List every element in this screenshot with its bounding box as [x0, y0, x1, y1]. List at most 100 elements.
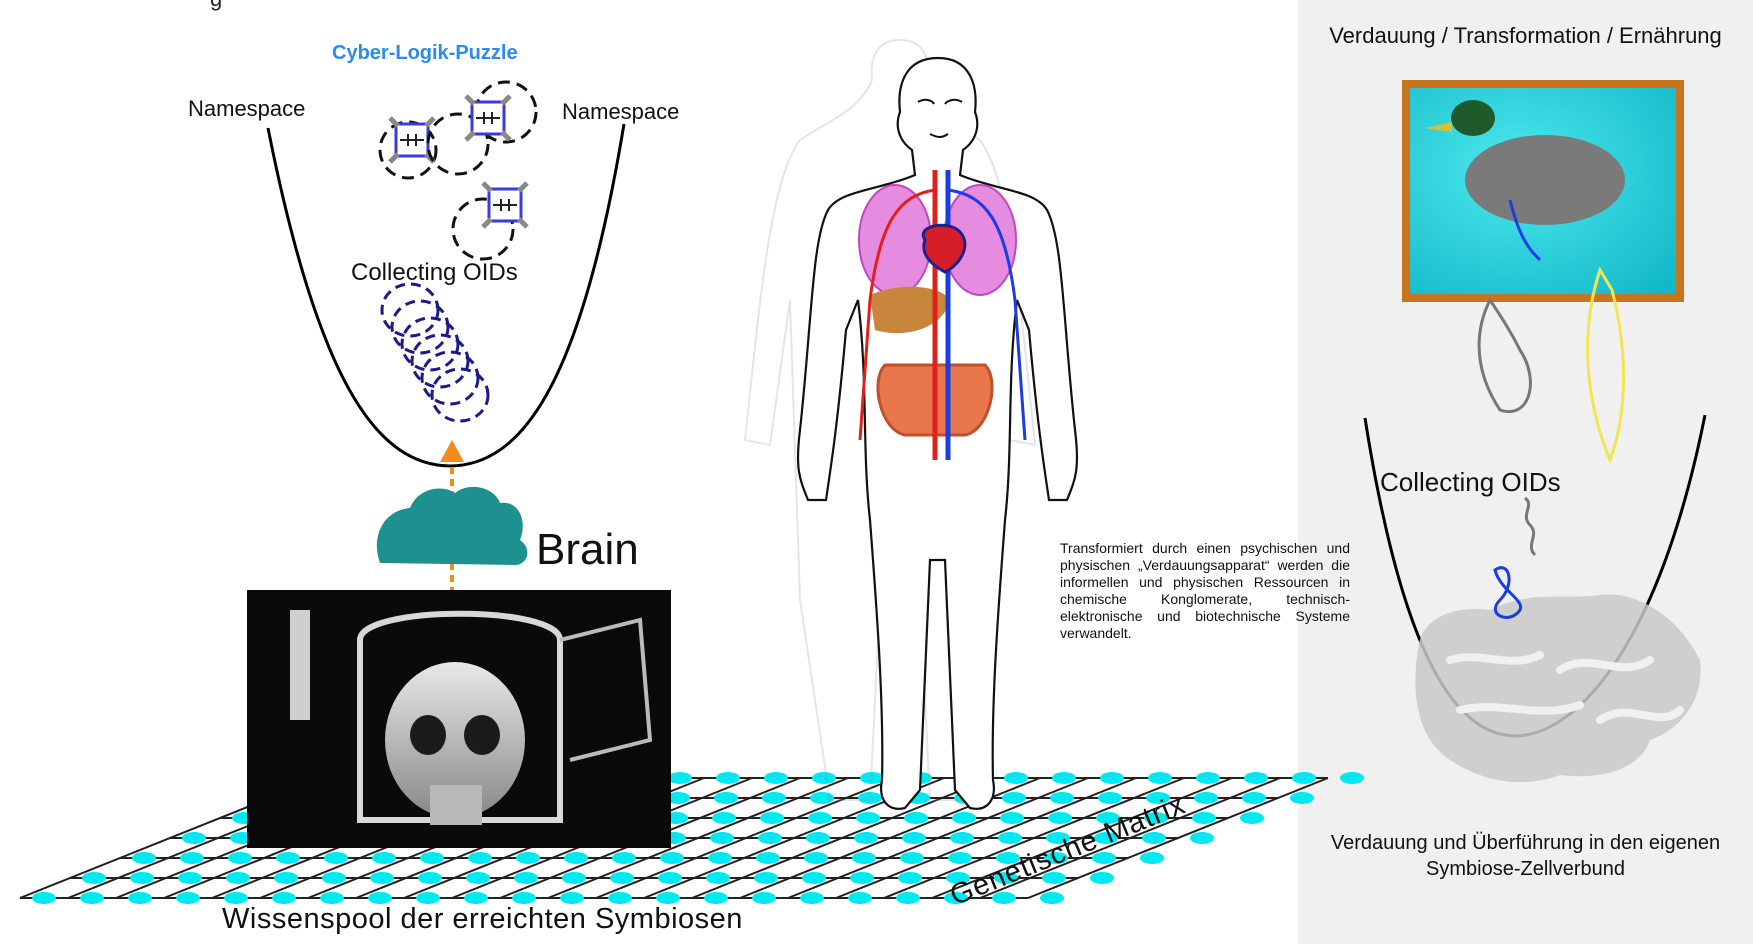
matrix-node	[806, 832, 830, 844]
matrix-node	[758, 832, 782, 844]
matrix-node	[1194, 792, 1218, 804]
matrix-node	[812, 772, 836, 784]
matrix-node	[1340, 772, 1364, 784]
matrix-node	[182, 832, 206, 844]
matrix-node	[1098, 792, 1122, 804]
matrix-node	[668, 772, 692, 784]
matrix-node	[900, 852, 924, 864]
genetic-matrix-grid	[20, 772, 1364, 904]
matrix-node	[1002, 792, 1026, 804]
mri-skull-image	[247, 590, 671, 848]
lung-left	[859, 185, 931, 295]
matrix-node	[228, 852, 252, 864]
puzzle-cell-icon	[453, 183, 527, 259]
matrix-node	[904, 812, 928, 824]
oid-ring	[392, 301, 448, 353]
matrix-node	[948, 852, 972, 864]
wissenspool-label: Wissenspool der erreichten Symbiosen	[222, 903, 743, 936]
matrix-node	[902, 832, 926, 844]
collecting-oids-left: Collecting OIDs	[351, 259, 518, 287]
matrix-node	[1040, 892, 1064, 904]
matrix-node	[610, 872, 634, 884]
matrix-node	[1244, 772, 1268, 784]
matrix-node	[32, 892, 56, 904]
matrix-node	[612, 852, 636, 864]
matrix-node	[1004, 772, 1028, 784]
matrix-node	[1240, 812, 1264, 824]
oid-ring	[432, 369, 488, 421]
matrix-node	[178, 872, 202, 884]
matrix-node	[752, 892, 776, 904]
heading-fragment: g	[210, 0, 222, 12]
matrix-node	[274, 872, 298, 884]
oid-ring	[412, 335, 468, 387]
matrix-node	[468, 852, 492, 864]
matrix-node	[852, 852, 876, 864]
matrix-node	[710, 832, 734, 844]
matrix-node	[516, 852, 540, 864]
matrix-node	[898, 872, 922, 884]
matrix-node	[1290, 792, 1314, 804]
matrix-node	[850, 872, 874, 884]
matrix-node	[1196, 772, 1220, 784]
matrix-node	[754, 872, 778, 884]
matrix-node	[706, 872, 730, 884]
matrix-node	[660, 852, 684, 864]
matrix-node	[762, 792, 786, 804]
puzzle-title: Cyber-Logik-Puzzle	[332, 42, 518, 65]
matrix-node	[756, 852, 780, 864]
human-body-figure	[798, 58, 1077, 809]
matrix-node	[132, 852, 156, 864]
matrix-node	[128, 892, 152, 904]
matrix-node	[998, 832, 1022, 844]
matrix-node	[1242, 792, 1266, 804]
matrix-node	[1000, 812, 1024, 824]
matrix-node	[950, 832, 974, 844]
matrix-node	[418, 872, 442, 884]
matrix-node	[1090, 872, 1114, 884]
matrix-node	[372, 852, 396, 864]
matrix-node	[370, 872, 394, 884]
matrix-node	[276, 852, 300, 864]
matrix-node	[800, 892, 824, 904]
puzzle-cell-icon	[428, 82, 536, 174]
matrix-node	[760, 812, 784, 824]
matrix-node	[1050, 792, 1074, 804]
matrix-node	[226, 872, 250, 884]
matrix-node	[1100, 772, 1124, 784]
matrix-node	[564, 852, 588, 864]
matrix-node	[1140, 852, 1164, 864]
matrix-node	[82, 872, 106, 884]
duck-picture	[1402, 80, 1684, 302]
brain-label: Brain	[536, 525, 639, 575]
namespace-parabola-left	[268, 124, 624, 466]
matrix-node	[808, 812, 832, 824]
matrix-node	[130, 872, 154, 884]
oid-scribble-grey	[1525, 498, 1535, 555]
matrix-node	[896, 892, 920, 904]
matrix-node	[1292, 772, 1316, 784]
matrix-node	[802, 872, 826, 884]
matrix-node	[1052, 772, 1076, 784]
matrix-node	[324, 852, 348, 864]
oid-ring	[422, 352, 478, 404]
matrix-node	[658, 872, 682, 884]
matrix-node	[952, 812, 976, 824]
matrix-node	[420, 852, 444, 864]
transformation-text: Transformiert durch einen psychischen un…	[1060, 540, 1350, 642]
intestine-icon	[1415, 594, 1700, 782]
matrix-node	[712, 812, 736, 824]
matrix-node	[854, 832, 878, 844]
matrix-node	[714, 792, 738, 804]
oid-ring	[402, 318, 458, 370]
matrix-node	[1148, 772, 1172, 784]
matrix-node	[708, 852, 732, 864]
matrix-node	[466, 872, 490, 884]
puzzle-cells	[380, 82, 536, 259]
matrix-node	[716, 772, 740, 784]
matrix-node	[848, 892, 872, 904]
matrix-node	[1192, 812, 1216, 824]
namespace-label-left: Namespace	[188, 96, 305, 122]
matrix-node	[804, 852, 828, 864]
